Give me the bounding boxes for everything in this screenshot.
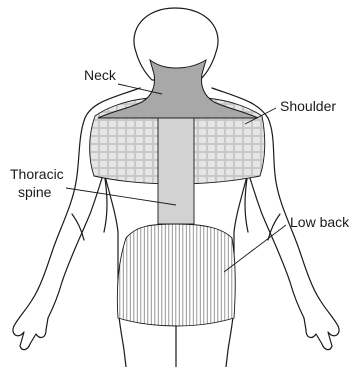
neck-label: Neck bbox=[84, 67, 117, 83]
low-back-region bbox=[117, 224, 235, 326]
right-elbow-hint bbox=[268, 214, 280, 240]
shoulder-label: Shoulder bbox=[280, 98, 336, 114]
thoracic-label-line2: spine bbox=[18, 184, 52, 200]
thoracic-spine-region bbox=[158, 118, 194, 224]
low-back-label: Low back bbox=[290, 214, 350, 230]
neck-region bbox=[98, 60, 258, 118]
thoracic-label-line1: Thoracic bbox=[10, 166, 64, 182]
left-elbow-hint bbox=[72, 214, 84, 240]
